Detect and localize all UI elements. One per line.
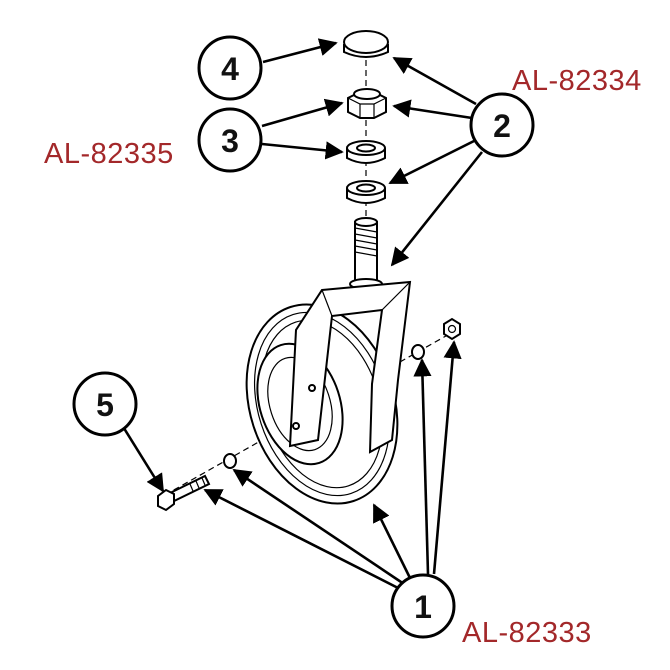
lock-nut-part bbox=[347, 88, 387, 119]
axle-nut-part bbox=[443, 317, 461, 341]
part-number-al-82333: AL-82333 bbox=[462, 617, 592, 649]
callout-2: 2 bbox=[469, 92, 535, 158]
callout-4-number: 4 bbox=[221, 51, 239, 87]
part-number-al-82335: AL-82335 bbox=[44, 138, 174, 170]
callout-3-number: 3 bbox=[221, 123, 239, 159]
top-bearing-part bbox=[346, 140, 386, 164]
callout-1-number: 1 bbox=[414, 589, 432, 625]
callout-5-number: 5 bbox=[96, 387, 114, 423]
right-axle-washer bbox=[411, 344, 425, 360]
left-axle-washer bbox=[223, 453, 237, 469]
lower-bearing-part bbox=[346, 180, 386, 204]
dust-cap-part bbox=[343, 30, 389, 58]
axle-bolt-part bbox=[157, 474, 211, 512]
axle-centerline bbox=[164, 327, 461, 496]
leader-lines bbox=[120, 38, 484, 592]
threaded-stem bbox=[349, 217, 383, 290]
callout-4: 4 bbox=[197, 35, 263, 101]
callout-1: 1 bbox=[390, 573, 456, 639]
callout-3: 3 bbox=[197, 107, 263, 173]
callout-2-number: 2 bbox=[493, 108, 511, 144]
part-number-al-82334: AL-82334 bbox=[512, 65, 642, 97]
caster-fork-part bbox=[288, 280, 412, 454]
callout-5: 5 bbox=[72, 371, 138, 437]
